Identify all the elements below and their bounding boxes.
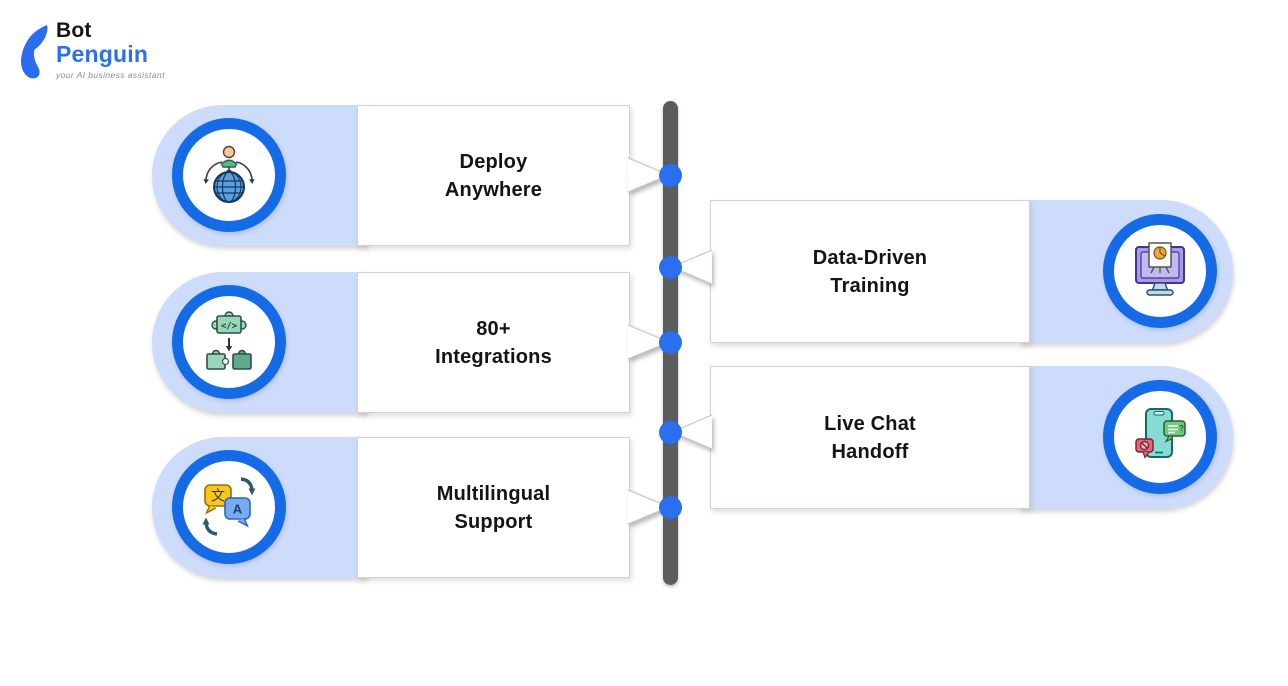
- card-title-line1: 80+: [476, 317, 511, 340]
- penguin-logo-icon: [20, 25, 48, 79]
- card-title-line1: Multilingual: [436, 482, 551, 505]
- logo-tagline: your AI business assistant: [56, 70, 165, 80]
- svg-text:?: ?: [1179, 424, 1184, 433]
- card-integrations: 80+ Integrations </>: [152, 272, 630, 413]
- data-driven-training-icon: [1135, 242, 1185, 296]
- card-title-line2: Support: [454, 510, 533, 533]
- card-panel: Live Chat Handoff: [710, 366, 1030, 509]
- svg-text:</>: </>: [221, 322, 238, 332]
- timeline-dot-1: [659, 164, 682, 187]
- card-title: Live Chat Handoff: [824, 410, 916, 466]
- logo-text-bot: Bot: [56, 19, 92, 42]
- icon-circle: </>: [172, 285, 286, 399]
- svg-text:A: A: [233, 502, 243, 517]
- card-title-line2: Handoff: [831, 440, 909, 463]
- card-title-line2: Training: [830, 274, 910, 297]
- multilingual-support-icon: 文 A: [202, 477, 256, 536]
- timeline-dot-3: [659, 331, 682, 354]
- botpenguin-logo: Bot Penguin your AI business assistant: [14, 20, 165, 80]
- timeline-dot-4: [659, 421, 682, 444]
- integrations-icon: </>: [206, 311, 252, 370]
- card-title: Deploy Anywhere: [445, 148, 542, 204]
- timeline-dot-2: [659, 256, 682, 279]
- card-title-line2: Anywhere: [444, 178, 543, 201]
- card-title-line1: Live Chat: [824, 412, 916, 435]
- card-live-chat-handoff: Live Chat Handoff ?: [710, 366, 1233, 509]
- card-panel: 80+ Integrations: [357, 272, 630, 413]
- icon-circle: ?: [1103, 380, 1217, 494]
- icon-circle: [172, 118, 286, 232]
- card-deploy-anywhere: Deploy Anywhere: [152, 105, 630, 246]
- card-title-line1: Deploy: [459, 150, 528, 173]
- card-panel: Multilingual Support: [357, 437, 630, 578]
- card-panel: Deploy Anywhere: [357, 105, 630, 246]
- card-title-line2: Integrations: [435, 345, 552, 368]
- deploy-anywhere-icon: [203, 145, 255, 203]
- timeline-dot-5: [659, 496, 682, 519]
- card-title: 80+ Integrations: [435, 315, 552, 371]
- card-multilingual-support: Multilingual Support 文 A: [152, 437, 630, 578]
- svg-text:文: 文: [211, 489, 225, 505]
- card-title: Data-Driven Training: [813, 244, 927, 300]
- card-panel: Data-Driven Training: [710, 200, 1030, 343]
- icon-circle: 文 A: [172, 450, 286, 564]
- card-title-line1: Data-Driven: [812, 246, 928, 269]
- card-title: Multilingual Support: [437, 480, 551, 536]
- logo-text-penguin: Penguin: [56, 41, 149, 67]
- live-chat-handoff-icon: ?: [1135, 408, 1186, 459]
- icon-circle: [1103, 214, 1217, 328]
- card-data-driven-training: Data-Driven Training: [710, 200, 1233, 343]
